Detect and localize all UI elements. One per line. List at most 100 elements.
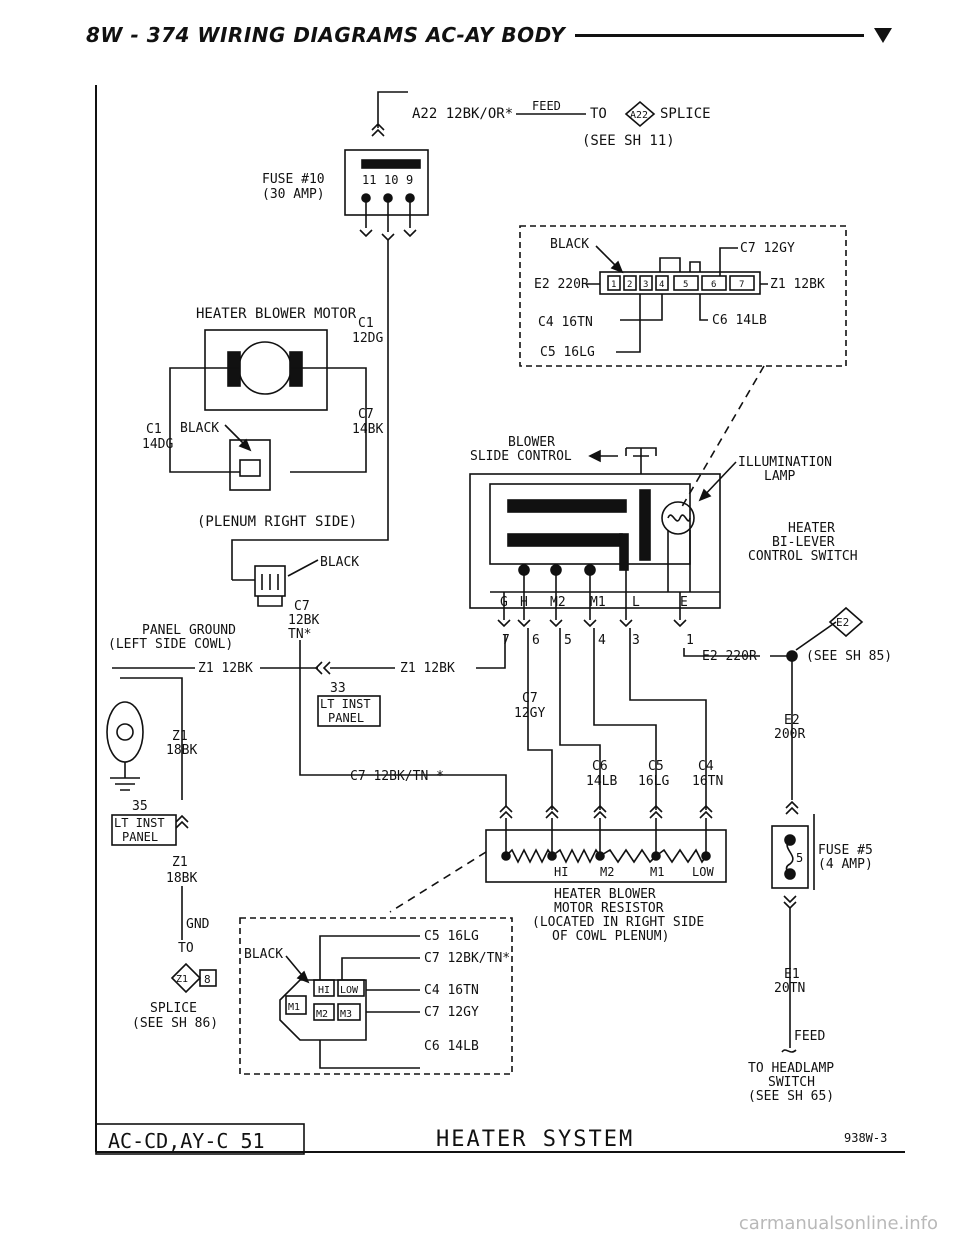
illumination-lamp [661,501,695,535]
motor-magnet-right [289,351,303,387]
lt-inst-33-box [317,695,381,727]
switch-pin-chevrons [497,619,687,628]
e2-200r-1: E2 [784,713,800,728]
feed-tilde [781,1049,797,1053]
switch-term-m1: M1 [590,595,606,610]
motor-rotor [238,341,292,395]
switch-bar-bottom [507,533,623,547]
e2-splice-id: E2 [836,616,849,629]
motor-black-arrowhead [238,438,252,452]
blower-slide-1: BLOWER [508,435,555,450]
splice-z1-pin: 8 [204,973,211,986]
e2-splice-diamond [828,606,864,638]
resistor-connector-frame [239,917,513,1075]
motor-c1-left: C1 [146,422,162,437]
switch-term-l: L [632,595,640,610]
switch-conn-cell-4 [655,275,669,291]
motor-black: BLACK [180,421,219,436]
switch-conn-cell-5 [673,275,699,291]
wire-c5-16lg [593,628,657,810]
blower-slide-knob [625,447,657,474]
lt-inst-35-line1: LT INST [114,816,165,830]
switch-conn-cell-3 [639,275,653,291]
resistor-line3: (LOCATED IN RIGHT SIDE [532,915,704,930]
ground-wire-z1 [120,677,183,800]
switch-conn-c7-lead [719,247,738,276]
switch-label-3: CONTROL SWITCH [748,549,858,564]
switch-conn-bottom-leads [616,294,708,353]
motor-c7-wire: 14BK [352,422,383,437]
e2-splice-see: (SEE SH 85) [806,649,892,664]
switch-conn-c6: C6 14LB [712,313,767,328]
motor-c1-wire: 12DG [352,331,383,346]
switch-term-m2: M2 [550,595,566,610]
resistor-leader [389,851,487,913]
switch-bar-top [507,499,627,513]
splice-a22-text: SPLICE [660,106,711,122]
blower-slide-2: SLIDE CONTROL [470,449,572,464]
splice-z1-pin-box [199,969,217,987]
fuse5-element [785,814,815,890]
fuse10-bar [361,159,421,169]
lt-inst-33-line1: LT INST [320,697,371,711]
header-rule [575,33,864,37]
watermark: carmanualsonline.info [738,1213,938,1234]
splice-a22-see: (SEE SH 11) [582,133,675,149]
lt-inst-35-box [111,814,177,846]
ground-connector-black: BLACK [320,555,359,570]
switch-conn-cell-7 [729,275,755,291]
e1-line2: 20TN [774,981,805,996]
illumination-lamp-leads [667,530,691,592]
switch-conn-pin-5: 5 [683,280,688,290]
header-triangle-icon [874,27,892,43]
resistor-c6: C6 [592,759,608,774]
motor-magnet-left [227,351,241,387]
e1-feed: FEED [794,1029,825,1044]
resistor-conn-hi [313,979,335,997]
resistor-conn-m3 [337,1003,361,1021]
switch-connector-leader [679,365,765,511]
switch-conn-pin-6: 6 [711,280,716,290]
resistor-hi: HI [554,865,568,879]
headlamp-3: (SEE SH 65) [748,1089,834,1104]
resistor-conn-c6: C6 14LB [424,1039,479,1054]
switch-conn-pin-1: 1 [611,280,616,290]
ground-lamp-center [116,723,134,741]
resistor-c5: C5 [648,759,664,774]
switch-pin-3: 3 [632,633,640,648]
ground-connector-lines [232,574,283,607]
resistor-box [485,829,727,883]
plenum-text: (PLENUM RIGHT SIDE) [197,514,357,530]
wire-c7-12gy [527,628,553,810]
fuse5-chevrons [785,800,799,815]
feed-to-text: TO [590,106,607,122]
resistor-leads [505,818,707,856]
splice-a22-id: A22 [630,110,648,121]
fuse5-pin: 5 [796,851,803,865]
switch-pin-5: 5 [564,633,572,648]
resistor-low: LOW [692,865,714,879]
wire-c1-12dg [231,240,389,580]
resistor-node-1 [501,851,511,861]
switch-connector-frame [519,225,847,367]
switch-conn-z1: Z1 12BK [770,277,825,292]
switch-conn-e2: E2 220R [534,277,589,292]
splice-z1-text: SPLICE [150,1001,197,1016]
fuse10-label: FUSE #10 [262,172,325,187]
resistor-conn-low [337,979,365,997]
motor-connector-inner [239,459,261,477]
illumination-lamp-filament [667,514,691,522]
fuse10-legs [359,198,417,242]
switch-conn-black: BLACK [550,237,589,252]
motor-leads [169,367,367,473]
ground-wire-tn: TN* [288,627,311,642]
z1-left-label: Z1 12BK [198,661,253,676]
motor-c1: C1 [358,316,374,331]
c7-12gy-1: C7 [522,691,538,706]
fuse10-pin-11: 11 [362,173,376,187]
wire-e2-220r [683,648,760,657]
resistor-conn-leads [319,935,420,1069]
fuse10-rating: (30 AMP) [262,187,325,202]
z1-right-label: Z1 12BK [400,661,455,676]
fuse5-box [771,825,809,889]
